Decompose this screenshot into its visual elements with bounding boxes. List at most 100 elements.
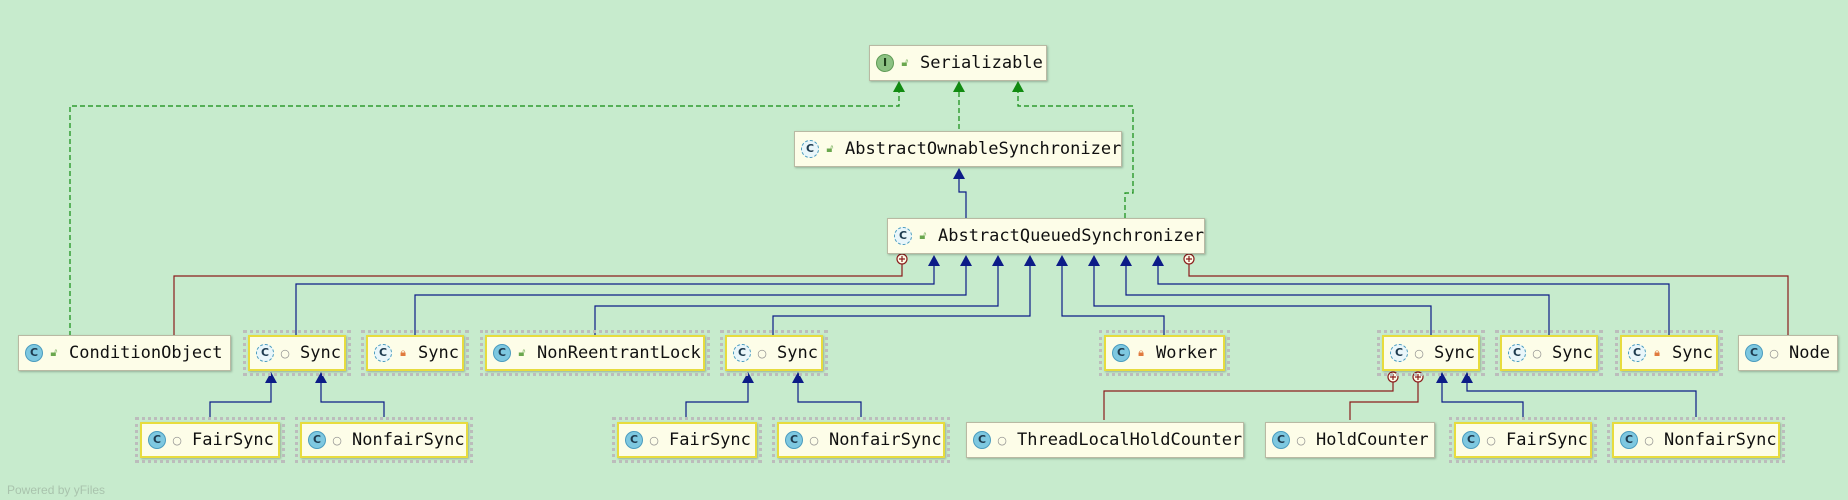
node-label: Serializable — [920, 53, 1043, 73]
abstract-class-icon: C — [1390, 344, 1408, 362]
edge-sync2-aqs — [414, 266, 967, 340]
node-label: ThreadLocalHoldCounter — [1017, 430, 1243, 450]
inner-class-edges — [173, 264, 1789, 420]
node-label: NonReentrantLock — [537, 343, 701, 363]
node-label: FairSync — [192, 430, 274, 450]
node-label: Worker — [1156, 343, 1218, 363]
edge-sync5-aqs — [1125, 266, 1550, 340]
public-access-icon: 🔓︎ — [518, 346, 526, 359]
node-label: Sync — [300, 343, 341, 363]
package-access-icon: ○ — [1414, 346, 1424, 360]
node-label: ConditionObject — [69, 343, 223, 363]
node-condition-object[interactable]: C 🔓︎ ConditionObject — [18, 335, 231, 371]
node-label: NonfairSync — [352, 430, 465, 450]
edge-sync4-aqs — [1093, 266, 1432, 340]
node-fairsync-3[interactable]: C ○ FairSync — [1449, 417, 1597, 463]
edge-node-aqs — [1188, 264, 1789, 336]
package-access-icon: ○ — [809, 433, 819, 447]
node-serializable[interactable]: I 🔓︎ Serializable — [869, 45, 1047, 81]
class-icon: C — [1462, 431, 1480, 449]
node-fairsync-1[interactable]: C ○ FairSync — [135, 417, 285, 463]
class-icon: C — [625, 431, 643, 449]
public-access-icon: 🔓︎ — [50, 346, 58, 359]
node-label: Sync — [1672, 343, 1713, 363]
class-icon: C — [785, 431, 803, 449]
abstract-class-icon: C — [801, 140, 819, 158]
private-lock-icon: 🔒︎ — [1654, 346, 1660, 359]
node-label: Sync — [1434, 343, 1475, 363]
private-lock-icon: 🔒︎ — [400, 346, 406, 359]
node-sync-1[interactable]: C ○ Sync — [243, 330, 351, 376]
node-label: FairSync — [669, 430, 751, 450]
edge-nonfairsync2-sync3 — [797, 383, 862, 417]
node-abstract-queued-synchronizer[interactable]: C 🔓︎ AbstractQueuedSynchronizer — [887, 218, 1205, 254]
powered-by-footer: Powered by yFiles — [7, 483, 106, 497]
node-label: Sync — [418, 343, 459, 363]
edge-sync1-aqs — [295, 266, 935, 340]
package-access-icon: ○ — [1769, 346, 1779, 360]
node-label: HoldCounter — [1316, 430, 1429, 450]
inner-class-plus — [899, 256, 1421, 380]
edge-nonfairsync1-sync1 — [320, 383, 385, 417]
package-access-icon: ○ — [280, 346, 290, 360]
node-label: Sync — [1552, 343, 1593, 363]
edge-aqs-aos — [958, 179, 967, 218]
node-sync-4[interactable]: C ○ Sync — [1377, 330, 1485, 376]
edge-threadlocal-sync4 — [1103, 381, 1394, 420]
class-icon: C — [1620, 431, 1638, 449]
node-label: NonfairSync — [1664, 430, 1777, 450]
abstract-class-icon: C — [374, 344, 392, 362]
node-nonreentrant-lock[interactable]: C 🔓︎ NonReentrantLock — [480, 330, 710, 376]
edge-nonreentrant-aqs — [594, 266, 999, 340]
node-nonfairsync-3[interactable]: C ○ NonfairSync — [1607, 417, 1785, 463]
node-label: NonfairSync — [829, 430, 942, 450]
implements-arrowheads — [893, 81, 1024, 92]
abstract-class-icon: C — [894, 227, 912, 245]
node-sync-6[interactable]: C 🔒︎ Sync — [1615, 330, 1723, 376]
node-nonfairsync-2[interactable]: C ○ NonfairSync — [772, 417, 950, 463]
edge-conditionobject-serializable — [69, 92, 900, 336]
node-sync-3[interactable]: C ○ Sync — [720, 330, 828, 376]
class-icon: C — [1272, 431, 1290, 449]
package-access-icon: ○ — [1486, 433, 1496, 447]
public-access-icon: 🔓︎ — [919, 229, 927, 242]
package-access-icon: ○ — [1296, 433, 1306, 447]
edge-worker-aqs — [1061, 266, 1165, 340]
node-sync-5[interactable]: C ○ Sync — [1495, 330, 1603, 376]
package-access-icon: ○ — [997, 433, 1007, 447]
node-fairsync-2[interactable]: C ○ FairSync — [612, 417, 762, 463]
edge-holdcounter-sync4 — [1349, 381, 1419, 420]
class-icon: C — [25, 344, 43, 362]
abstract-class-icon: C — [256, 344, 274, 362]
node-label: FairSync — [1506, 430, 1588, 450]
node-abstract-ownable-synchronizer[interactable]: C 🔓︎ AbstractOwnableSynchronizer — [794, 131, 1122, 167]
public-access-icon: 🔓︎ — [826, 142, 834, 155]
edge-nonfairsync3-sync4 — [1466, 383, 1697, 417]
edge-conditionobject-aqs — [173, 264, 903, 336]
abstract-class-icon: C — [1508, 344, 1526, 362]
package-access-icon: ○ — [757, 346, 767, 360]
node-label: Sync — [777, 343, 818, 363]
extends-edges — [209, 179, 1697, 417]
class-icon: C — [308, 431, 326, 449]
edge-fairsync1-sync1 — [209, 383, 272, 417]
edge-sync3-aqs — [772, 266, 1031, 340]
public-access-icon: 🔓︎ — [901, 56, 909, 69]
node-hold-counter[interactable]: C ○ HoldCounter — [1265, 422, 1435, 458]
class-icon: C — [1745, 344, 1763, 362]
node-label: AbstractOwnableSynchronizer — [845, 139, 1122, 159]
edge-fairsync2-sync3 — [685, 383, 749, 417]
package-access-icon: ○ — [172, 433, 182, 447]
class-icon: C — [973, 431, 991, 449]
abstract-class-icon: C — [1628, 344, 1646, 362]
implements-edges — [69, 92, 1134, 336]
node-sync-2[interactable]: C 🔒︎ Sync — [361, 330, 469, 376]
node-worker[interactable]: C 🔒︎ Worker — [1099, 330, 1230, 376]
node-node[interactable]: C ○ Node — [1738, 335, 1838, 371]
package-access-icon: ○ — [1644, 433, 1654, 447]
package-access-icon: ○ — [1532, 346, 1542, 360]
node-thread-local-hold-counter[interactable]: C ○ ThreadLocalHoldCounter — [966, 422, 1244, 458]
abstract-class-icon: C — [733, 344, 751, 362]
node-nonfairsync-1[interactable]: C ○ NonfairSync — [295, 417, 473, 463]
